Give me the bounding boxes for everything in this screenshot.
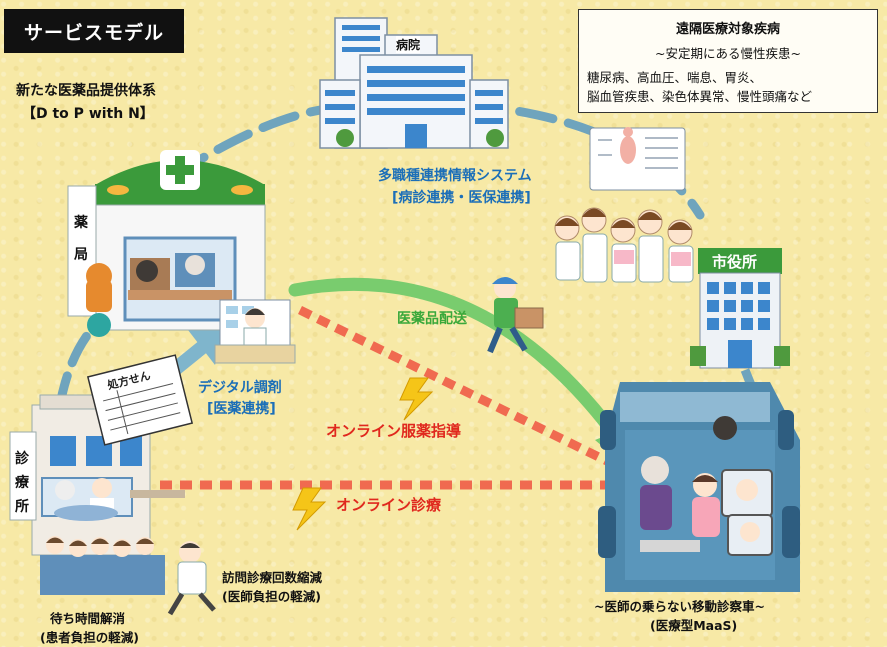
hospital-link-arc	[170, 103, 375, 180]
visit-reduction-label: 訪問診療回数縮減	[222, 570, 323, 585]
lightning-icon	[292, 487, 327, 531]
clinic-sign-char: 療	[15, 475, 29, 491]
pharmacist-desk-icon	[214, 299, 296, 364]
target-diseases-heading: 遠隔医療対象疾病	[675, 22, 780, 37]
mobile-clinic-sublabel: (医療型MaaS)	[650, 618, 738, 633]
hospital-building-icon	[319, 17, 509, 149]
system-heading-subtitle: 【D to P with N】	[22, 106, 154, 122]
digital-dispensing-sublabel: [医薬連携]	[207, 401, 276, 417]
lightning-icon	[399, 377, 434, 421]
clinic-sign-char: 診	[15, 451, 29, 467]
pharmacy-sign-char: 薬	[74, 215, 88, 231]
pharmacy-building-icon	[67, 150, 266, 337]
wait-time-sublabel: (患者負担の軽減)	[40, 630, 139, 645]
delivery-person-icon	[487, 277, 544, 354]
online-medication-label: オンライン服薬指導	[326, 422, 462, 440]
system-heading: 新たな医薬品提供体系	[16, 83, 156, 99]
target-diseases-list-line: 脳血管疾患、染色体異常、慢性頭痛など	[587, 89, 813, 104]
pharmacy-sign-char: 局	[74, 247, 88, 263]
digital-dispensing-label: デジタル調剤	[198, 380, 282, 396]
waiting-patients-icon	[40, 536, 165, 595]
city-hall-building-icon	[690, 248, 790, 369]
running-doctor-icon	[167, 541, 216, 616]
wait-time-label: 待ち時間解消	[50, 611, 126, 626]
prescription-paper-icon: 処方せん	[86, 354, 194, 446]
online-consult-label: オンライン診療	[336, 496, 442, 514]
target-diseases-box: 遠隔医療対象疾病 ~安定期にある慢性疾患~ 糖尿病、高血圧、喘息、胃炎、 脳血管…	[578, 9, 878, 113]
target-diseases-list-line: 糖尿病、高血圧、喘息、胃炎、	[587, 70, 763, 85]
medical-staff-group-icon	[554, 207, 694, 283]
hospital-sign: 病院	[396, 36, 421, 53]
info-system-label: 多職種連携情報システム	[378, 168, 532, 184]
medical-record-icon	[589, 127, 686, 191]
city-hall-sign: 市役所	[712, 253, 758, 271]
delivery-arrow	[288, 277, 622, 442]
page-title: サービスモデル	[4, 9, 184, 53]
clinic-sign-char: 所	[15, 499, 29, 515]
delivery-label: 医薬品配送	[397, 311, 467, 327]
mobile-clinic-label: ~医師の乗らない移動診察車~	[594, 599, 765, 614]
visit-reduction-sublabel: (医師負担の軽減)	[222, 589, 321, 604]
target-diseases-subheading: ~安定期にある慢性疾患~	[655, 46, 801, 61]
info-system-sublabel: [病診連携・医保連携]	[392, 190, 531, 206]
mobile-clinic-vehicle-icon	[598, 382, 800, 592]
